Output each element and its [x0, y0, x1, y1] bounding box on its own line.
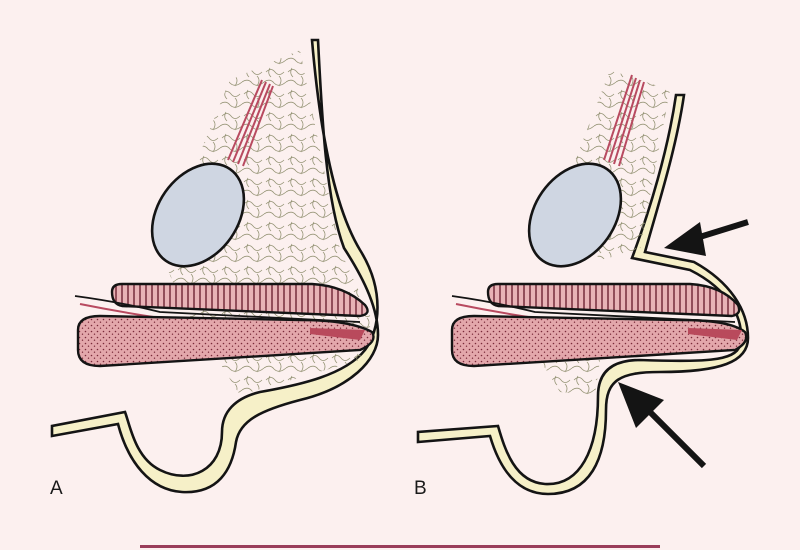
panel-b: [416, 70, 750, 496]
tarsus-a: [76, 314, 375, 368]
tarsus-b: [450, 314, 748, 368]
arrow-icon: [618, 382, 707, 469]
panel-a: [50, 38, 380, 494]
globe-a: [150, 162, 246, 268]
panel-label-b: B: [414, 478, 427, 499]
muscle-b: [486, 282, 741, 318]
bottom-divider: [140, 545, 660, 548]
arrow-icon: [664, 219, 749, 256]
nerve-bundle-b: [603, 74, 645, 167]
globe-b: [527, 162, 623, 268]
nerve-bundle-a: [227, 79, 274, 167]
panel-label-a: A: [50, 478, 63, 499]
muscle-a: [110, 282, 369, 318]
